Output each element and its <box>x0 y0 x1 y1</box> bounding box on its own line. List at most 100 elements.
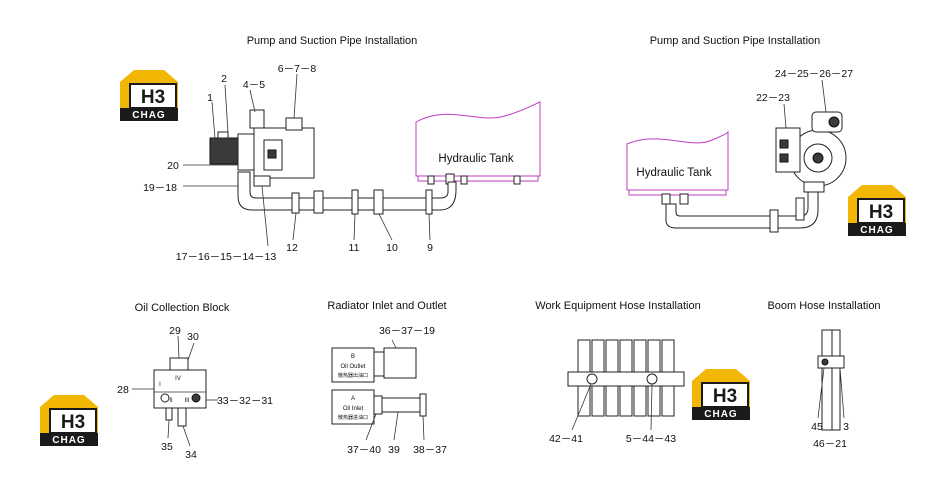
callout: 29 <box>169 325 181 337</box>
callout: 17－16－15－14－13 <box>176 251 277 263</box>
gear-pump <box>209 137 243 165</box>
callout: 11 <box>349 242 360 254</box>
pipe-clamp <box>795 197 805 221</box>
leader-line <box>428 213 431 241</box>
tank-base-right <box>628 189 727 196</box>
leader-line <box>353 213 356 241</box>
callout: 4－5 <box>243 79 265 91</box>
callout: 20 <box>167 160 179 172</box>
title-radiator: Radiator Inlet and Outlet <box>327 300 446 312</box>
suction-flange <box>253 175 271 187</box>
pump-assembly-left: Hydraulic Tank 1 <box>143 63 541 263</box>
tank-port <box>427 175 435 185</box>
title-pump-right: Pump and Suction Pipe Installation <box>650 35 821 47</box>
hydraulic-tank-label-left: Hydraulic Tank <box>438 153 513 165</box>
callout: 9 <box>427 242 433 254</box>
callout: 28 <box>117 384 129 396</box>
leader-line <box>182 425 191 447</box>
leader-line <box>817 367 825 419</box>
callout: 10 <box>386 242 398 254</box>
tank-port <box>679 193 689 205</box>
logo-top-text: H3 <box>713 386 737 407</box>
brand-logo: H3 CHAG <box>848 185 906 236</box>
leader-line <box>292 212 297 241</box>
pipe-clamp <box>425 189 433 215</box>
callout: 38－37 <box>413 444 447 456</box>
hydraulic-tank-right <box>626 130 729 191</box>
block-port <box>160 393 170 403</box>
leader-line <box>839 367 845 419</box>
pump-top-port <box>285 117 303 131</box>
outlet-hose <box>383 347 417 379</box>
boom-hoses: 45 3 46－21 <box>811 329 849 450</box>
clamp-bolt <box>586 373 598 385</box>
pump-valve-block <box>775 127 801 173</box>
callout: 46－21 <box>813 438 847 450</box>
leader-line <box>177 335 180 359</box>
callout: 22－23 <box>756 92 790 104</box>
leader-line <box>650 383 653 431</box>
work-equipment-hoses: 42－41 5－44－43 <box>549 339 685 445</box>
logo-bottom-text: CHAG <box>860 225 893 236</box>
outlet-plate <box>331 347 375 383</box>
tank-base-left <box>417 175 539 182</box>
leader-line <box>187 342 195 361</box>
outlet-plate-en: Oil Outlet <box>340 364 365 370</box>
brand-logo: H3 CHAG <box>692 369 750 420</box>
callout: 33－32－31 <box>217 395 273 407</box>
inlet-fitting <box>373 395 383 415</box>
radiator-inlet-outlet: B Oil Outlet 散热器出油口 A Oil Inlet 散热器进油口 3… <box>331 325 447 456</box>
logo-top-text: H3 <box>869 202 893 223</box>
brand-logo: H3 CHAG <box>40 395 98 446</box>
leader-line <box>571 383 592 431</box>
pump-shaft <box>812 152 824 164</box>
callout: 12 <box>286 242 298 254</box>
callout: 36－37－19 <box>379 325 435 337</box>
inlet-plate-cn: 散热器进油口 <box>338 414 368 421</box>
callout: 6－7－8 <box>278 63 317 75</box>
pump-assembly-right: Hydraulic Tank 24－25－26－27 22－23 <box>626 68 853 233</box>
pump-port <box>217 131 229 139</box>
inlet-hose <box>381 397 421 413</box>
clamp-bolt <box>821 358 829 366</box>
callout: 24－25－26－27 <box>775 68 853 80</box>
block-bottom-fitting <box>165 407 173 421</box>
tank-port <box>661 193 671 205</box>
pipe-clamp <box>373 189 384 215</box>
callout: 5－44－43 <box>626 433 676 445</box>
pipe-clamp <box>291 192 300 214</box>
leader-line <box>378 213 393 241</box>
title-pump-left: Pump and Suction Pipe Installation <box>247 35 418 47</box>
leader-line <box>224 84 229 134</box>
callout: 42－41 <box>549 433 583 445</box>
logo-bottom-text: CHAG <box>52 435 85 446</box>
port-mark: III <box>184 398 189 404</box>
pump-elbow-port <box>828 116 840 128</box>
outlet-fitting <box>373 351 385 377</box>
callout: 1 <box>207 92 213 104</box>
brand-logo: H3 CHAG <box>120 70 178 121</box>
hydraulic-tank-left <box>415 101 541 177</box>
elbow-fitting <box>249 109 265 129</box>
callout: 3 <box>843 421 849 433</box>
outlet-plate-letter: B <box>351 354 355 360</box>
inlet-plate-en: Oil Inlet <box>343 406 364 412</box>
logo-top-text: H3 <box>61 412 85 433</box>
hose-clamp-bar <box>567 371 685 387</box>
callout: 30 <box>187 331 199 343</box>
tank-port <box>460 175 468 185</box>
pipe-clamp <box>769 209 779 233</box>
title-boom-hose: Boom Hose Installation <box>767 300 880 312</box>
boom-hose <box>821 329 833 431</box>
logo-bottom-text: CHAG <box>132 110 165 121</box>
clamp-bolt <box>646 373 658 385</box>
pipe-clamp <box>313 190 324 214</box>
logo-bottom-text: CHAG <box>704 409 737 420</box>
leader-line <box>167 419 170 439</box>
leader-line <box>391 339 397 349</box>
leader-line <box>249 89 256 113</box>
callout: 19－18 <box>143 182 177 194</box>
callout: 39 <box>388 444 400 456</box>
block-bottom-fitting <box>177 407 187 427</box>
